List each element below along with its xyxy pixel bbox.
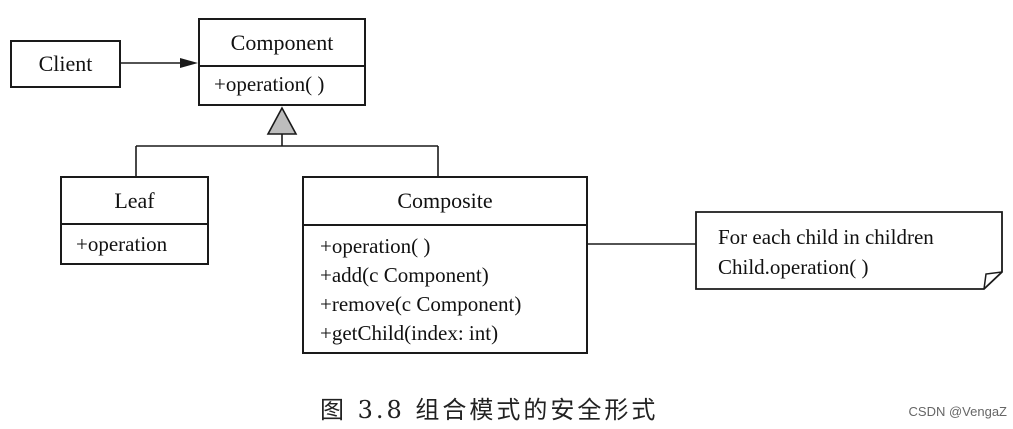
operation: +add(c Component): [320, 263, 489, 287]
class-client: Client: [10, 40, 121, 88]
class-composite-operations: +operation( ) +add(c Component) +remove(…: [304, 224, 586, 352]
class-component-name: Component: [230, 29, 334, 55]
class-component: Component +operation( ): [198, 18, 366, 106]
class-composite: Composite +operation( ) +add(c Component…: [302, 176, 588, 354]
note-text: For each child in children Child.operati…: [718, 222, 934, 282]
class-leaf-operations: +operation: [62, 223, 207, 263]
note-shape: [695, 211, 1003, 290]
association-arrowhead: [180, 58, 198, 68]
operation: +operation( ): [214, 72, 325, 96]
class-leaf-name: Leaf: [114, 187, 155, 213]
operation: +remove(c Component): [320, 292, 522, 316]
operation: +getChild(index: int): [320, 321, 499, 345]
note-fold: [983, 271, 1003, 290]
note-line: For each child in children: [718, 225, 934, 249]
class-leaf: Leaf +operation: [60, 176, 209, 265]
operation: +operation( ): [320, 234, 431, 258]
class-component-operations: +operation( ): [200, 65, 364, 104]
operation: +operation: [76, 232, 168, 256]
figure-caption: 图 3.8 组合模式的安全形式: [320, 396, 659, 424]
class-client-name: Client: [38, 51, 93, 76]
generalization-triangle: [266, 106, 298, 135]
note-line: Child.operation( ): [718, 255, 869, 279]
class-composite-name: Composite: [397, 188, 493, 213]
watermark: CSDN @VengaZ: [908, 404, 1007, 419]
